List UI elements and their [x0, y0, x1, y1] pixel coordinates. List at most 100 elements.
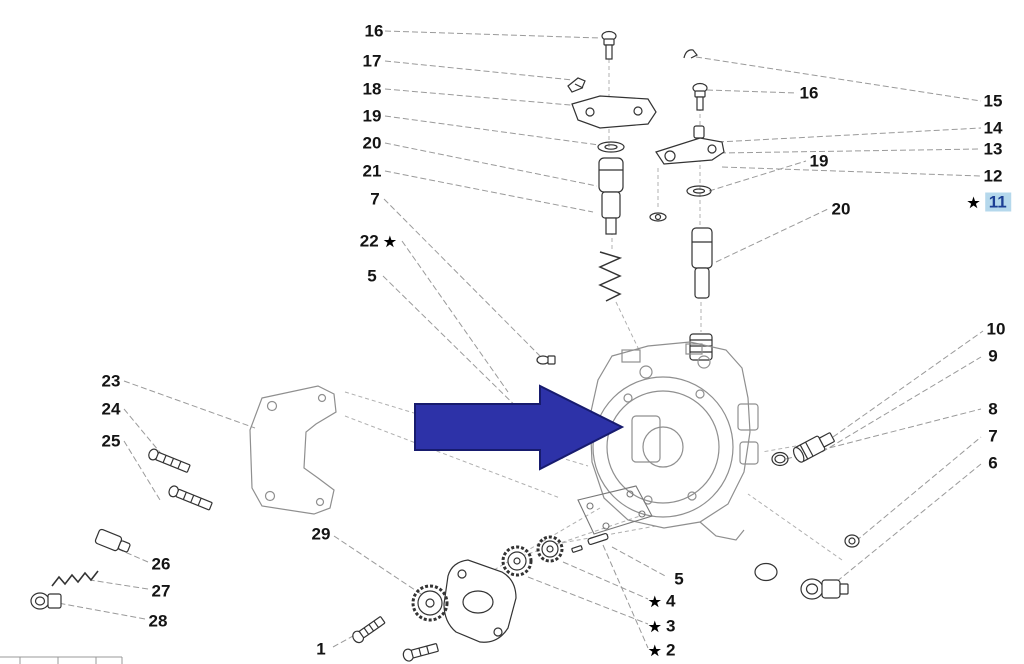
part-oring-6	[754, 562, 778, 582]
part-fitting-9-10	[792, 432, 835, 463]
callout-number: 23	[101, 371, 121, 391]
callout-number: 13	[983, 139, 1003, 159]
callout-number: 5	[367, 266, 377, 286]
part-fitting-26	[94, 528, 131, 553]
callout-5-bottom[interactable]: 5	[674, 571, 683, 588]
callout-26[interactable]: 26	[152, 556, 171, 573]
cropped-table-artifact	[0, 656, 123, 664]
callout-3[interactable]: ★3	[648, 618, 675, 635]
callout-29[interactable]: 29	[312, 526, 331, 543]
callout-23[interactable]: 23	[102, 373, 121, 390]
callout-number: 26	[151, 554, 171, 574]
part-gear-3	[501, 545, 533, 577]
callout-1[interactable]: 1	[316, 641, 325, 658]
callout-number: 25	[101, 431, 121, 451]
callout-6[interactable]: 6	[988, 455, 997, 472]
callout-9[interactable]: 9	[988, 348, 997, 365]
callout-16-top-left[interactable]: 16	[365, 23, 384, 40]
callout-number: 7	[988, 426, 998, 446]
part-gear-4	[536, 535, 564, 563]
callout-21[interactable]: 21	[363, 163, 382, 180]
callout-number: 2	[666, 640, 676, 660]
callout-number: 20	[362, 133, 382, 153]
part-clip-15	[683, 49, 698, 59]
callout-number: 21	[362, 161, 382, 181]
part-bracket-18	[571, 95, 657, 129]
leader-lines	[57, 30, 984, 649]
callout-number: 11	[984, 192, 1011, 212]
axis-lines	[344, 52, 843, 585]
callout-number: 4	[666, 591, 676, 611]
callout-16-right[interactable]: 16	[800, 85, 819, 102]
part-threaded-sleeve	[689, 333, 713, 361]
callout-number: 6	[988, 453, 998, 473]
part-clip-17	[567, 77, 586, 93]
part-bolt-25	[168, 485, 213, 511]
callout-10[interactable]: 10	[987, 321, 1006, 338]
part-shaft-2	[571, 532, 609, 553]
callout-number: 20	[831, 199, 851, 219]
callout-number: 19	[809, 151, 829, 171]
callout-13[interactable]: 13	[984, 141, 1003, 158]
part-spring-27	[51, 570, 99, 587]
callout-11[interactable]: ★11	[967, 192, 1011, 212]
callout-19-left[interactable]: 19	[363, 108, 382, 125]
callout-7-left[interactable]: 7	[370, 191, 379, 208]
callout-number: 1	[316, 639, 326, 659]
part-washer-small	[649, 212, 667, 222]
callout-20-right[interactable]: 20	[832, 201, 851, 218]
part-flange-plate	[443, 559, 517, 643]
callout-28[interactable]: 28	[149, 613, 168, 630]
callout-18[interactable]: 18	[363, 81, 382, 98]
callout-15[interactable]: 15	[984, 93, 1003, 110]
callout-number: 8	[988, 399, 998, 419]
callout-20-left[interactable]: 20	[363, 135, 382, 152]
callout-number: 17	[362, 51, 382, 71]
part-bolt-24	[148, 448, 191, 473]
part-washer-19-left	[597, 141, 625, 153]
callout-25[interactable]: 25	[102, 433, 121, 450]
part-plug-small	[536, 355, 556, 365]
callout-22[interactable]: 22★	[360, 233, 396, 250]
callout-14[interactable]: 14	[984, 120, 1003, 137]
callout-number: 15	[983, 91, 1003, 111]
callout-number: 27	[151, 581, 171, 601]
part-bolt-right	[692, 82, 708, 111]
callout-5-left[interactable]: 5	[367, 268, 376, 285]
star-icon: ★	[648, 593, 662, 609]
star-icon: ★	[648, 642, 662, 658]
callout-4[interactable]: ★4	[648, 593, 675, 610]
pointer-arrow	[414, 384, 625, 471]
callout-17[interactable]: 17	[363, 53, 382, 70]
callout-number: 28	[148, 611, 168, 631]
part-gasket-plate	[577, 485, 653, 535]
callout-2[interactable]: ★2	[648, 642, 675, 659]
callout-number: 3	[666, 616, 676, 636]
callout-19-right[interactable]: 19	[810, 153, 829, 170]
callout-24[interactable]: 24	[102, 401, 121, 418]
callout-7-right[interactable]: 7	[988, 428, 997, 445]
part-plunger-left	[598, 157, 624, 235]
star-icon: ★	[967, 194, 980, 210]
callout-number: 14	[983, 118, 1003, 138]
star-icon: ★	[648, 618, 662, 634]
callout-27[interactable]: 27	[152, 583, 171, 600]
part-bolt-top	[601, 30, 617, 60]
callout-number: 7	[370, 189, 380, 209]
callout-8[interactable]: 8	[988, 401, 997, 418]
part-oring-8	[771, 451, 789, 467]
callout-number: 29	[311, 524, 331, 544]
callout-number: 24	[101, 399, 121, 419]
part-bolt-1a	[352, 616, 386, 644]
callout-number: 16	[799, 83, 819, 103]
callout-number: 10	[986, 319, 1006, 339]
part-plunger-right	[691, 227, 713, 299]
part-housing	[589, 341, 759, 541]
part-lever-14	[655, 125, 725, 165]
callout-12[interactable]: 12	[984, 168, 1003, 185]
callout-number: 18	[362, 79, 382, 99]
callout-number: 5	[674, 569, 684, 589]
callout-number: 12	[983, 166, 1003, 186]
